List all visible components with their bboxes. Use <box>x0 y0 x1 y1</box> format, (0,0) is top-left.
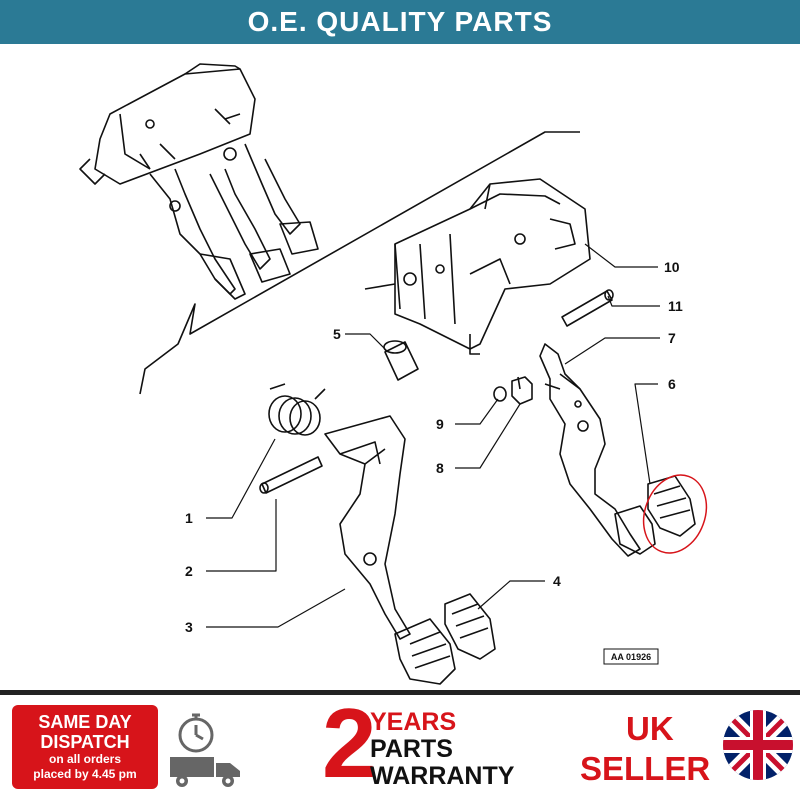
leader-lines <box>206 243 660 628</box>
callout-4: 4 <box>553 573 561 589</box>
reference-box <box>603 648 659 665</box>
pedal-pad-part-6 <box>647 475 696 537</box>
warranty-line3: WARRANTY <box>370 762 515 790</box>
banner-title: O.E. QUALITY PARTS <box>247 6 553 37</box>
callout-8: 8 <box>436 460 444 476</box>
footer: SAME DAY DISPATCH on all orders placed b… <box>0 693 800 800</box>
pedal-assembly-diagram: 1 2 3 4 5 6 7 8 9 10 11 AA 01926 <box>0 44 800 690</box>
seller-line2: SELLER <box>580 750 711 787</box>
dispatch-line3: on all orders <box>48 752 122 766</box>
brake-pedal-part-7 <box>539 343 656 557</box>
pedal-bracket-part-10 <box>364 178 591 355</box>
same-day-dispatch-badge: SAME DAY DISPATCH on all orders placed b… <box>12 705 158 789</box>
dispatch-line2: DISPATCH <box>40 732 130 752</box>
warranty-text: YEARS PARTS WARRANTY <box>370 709 514 790</box>
footer-divider <box>0 690 800 695</box>
uk-seller-text: UK SELLER <box>580 709 710 789</box>
callout-3: 3 <box>185 619 193 635</box>
warranty-line2: PARTS <box>370 735 453 763</box>
top-banner: O.E. QUALITY PARTS <box>0 0 800 44</box>
pin-part-2 <box>259 456 323 494</box>
spring-part-1 <box>268 383 326 436</box>
callout-9: 9 <box>436 416 444 432</box>
callout-10: 10 <box>664 259 680 275</box>
callout-5: 5 <box>333 326 341 342</box>
warranty-line1: YEARS <box>370 708 457 736</box>
bush-part-8 <box>511 376 533 405</box>
warranty-block: 2 YEARS PARTS WARRANTY <box>322 693 514 795</box>
diagram-svg: 1 2 3 4 5 6 7 8 9 10 11 AA 01926 <box>79 63 708 685</box>
uk-flag-icon <box>723 710 793 780</box>
bush-part-5 <box>383 340 419 381</box>
callout-1: 1 <box>185 510 193 526</box>
warranty-years-number: 2 <box>322 688 377 798</box>
callout-2: 2 <box>185 563 193 579</box>
seller-line1: UK <box>626 710 674 747</box>
highlight-ring <box>642 474 708 554</box>
washer-part-9 <box>493 386 507 402</box>
reference-code: AA 01926 <box>611 652 651 662</box>
delivery-truck-icon <box>170 713 240 787</box>
dispatch-line1: SAME DAY <box>38 712 132 732</box>
dispatch-line4: placed by 4.45 pm <box>33 767 137 781</box>
callout-11: 11 <box>668 298 683 314</box>
callout-7: 7 <box>668 330 676 346</box>
pedal-arm-part-3 <box>324 415 456 685</box>
pin-part-11 <box>561 289 614 327</box>
pedal-pad-part-4 <box>444 593 496 660</box>
section-cut-line <box>139 131 580 395</box>
callout-6: 6 <box>668 376 676 392</box>
overview-pedal-assembly <box>79 63 319 300</box>
